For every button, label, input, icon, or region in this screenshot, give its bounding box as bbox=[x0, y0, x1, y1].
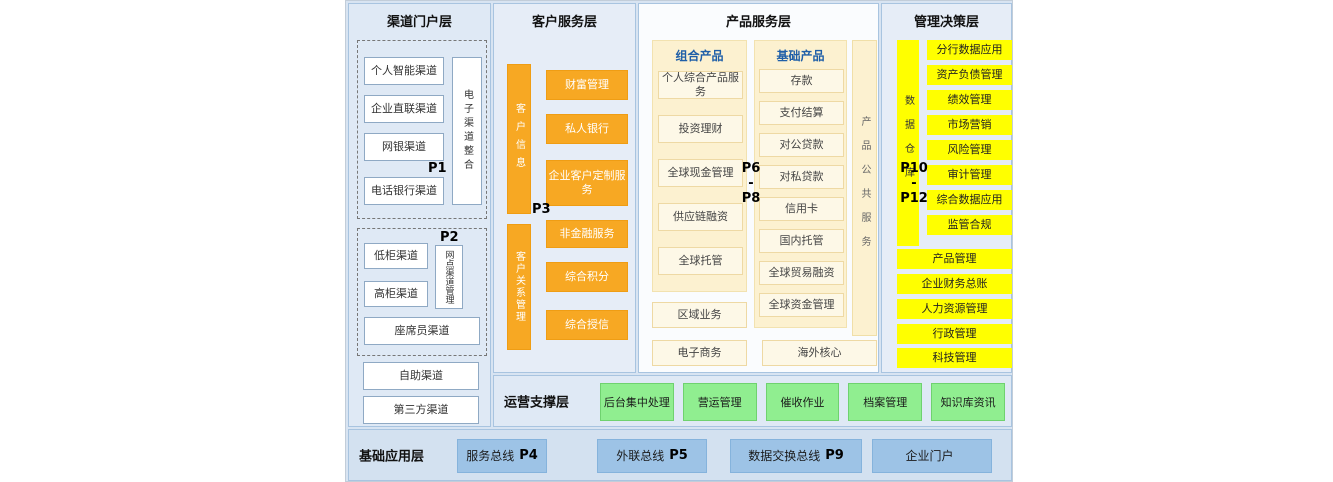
customer-layer-title: 客户服务层 bbox=[531, 15, 597, 30]
overseas-core-box: 海外核心 bbox=[762, 340, 877, 366]
combo-box: 全球现金管理 bbox=[658, 159, 743, 187]
basic-box: 支付结算 bbox=[759, 101, 844, 125]
combo-box: 投资理财 bbox=[658, 115, 743, 143]
basic-box: 信用卡 bbox=[759, 197, 844, 221]
service-bus-label: 服务总线 bbox=[466, 448, 515, 463]
data-exchange-bus-label: 数据交换总线 bbox=[748, 448, 821, 463]
p1-label: P1 bbox=[428, 161, 447, 176]
customer-box-enterprise-custom-service: 企业客户定制服务 bbox=[546, 160, 628, 206]
basic-box: 对公贷款 bbox=[759, 133, 844, 157]
layer-foundation-application: 基础应用层 服务总线 P4 外联总线 P5 数据交换总线 P9 企业门户 bbox=[348, 429, 1012, 481]
electronic-channel-group: 个人智能渠道 企业直联渠道 网银渠道 电话银行渠道 电子渠道整合 P1 bbox=[357, 40, 487, 219]
channel-box-third-party: 第三方渠道 bbox=[363, 396, 479, 424]
basic-box: 对私贷款 bbox=[759, 165, 844, 189]
layer-customer-service: 客户服务层 客户信息 P3 财富管理 私人银行 企业客户定制服务 客户关系管理 … bbox=[493, 3, 636, 373]
operation-box: 后台集中处理 bbox=[600, 383, 674, 421]
operation-box: 营运管理 bbox=[682, 383, 757, 421]
channel-box-agent: 座席员渠道 bbox=[364, 317, 480, 345]
combo-box: 供应链融资 bbox=[658, 203, 743, 231]
data-app-box: 综合数据应用 bbox=[927, 190, 1012, 210]
channel-box-enterprise-direct: 企业直联渠道 bbox=[364, 95, 444, 123]
foundation-layer-title: 基础应用层 bbox=[359, 449, 425, 465]
p6-p8-label: P6 - P8 bbox=[737, 161, 765, 207]
enterprise-portal-box: 企业门户 bbox=[872, 439, 992, 473]
p8-label: P8 bbox=[741, 190, 761, 206]
p2-label: P2 bbox=[440, 230, 459, 245]
customer-box-credit: 综合授信 bbox=[546, 310, 628, 340]
channel-box-online-banking: 网银渠道 bbox=[364, 133, 444, 161]
channel-box-telephone-banking: 电话银行渠道 bbox=[364, 177, 444, 205]
basic-box: 全球资金管理 bbox=[759, 293, 844, 317]
p6-label: P6 bbox=[741, 161, 761, 176]
basic-product-title: 基础产品 bbox=[776, 49, 825, 63]
basic-box: 国内托管 bbox=[759, 229, 844, 253]
management-layer-title: 管理决策层 bbox=[913, 15, 979, 30]
customer-box-points: 综合积分 bbox=[546, 262, 628, 292]
combo-box: 全球托管 bbox=[658, 247, 743, 275]
data-app-box: 市场营销 bbox=[927, 115, 1012, 135]
data-app-box: 风险管理 bbox=[927, 140, 1012, 160]
branch-channel-management-bar: 网点渠道管理 bbox=[435, 245, 463, 309]
operation-box-row: 后台集中处理 营运管理 催收作业 档案管理 知识库资讯 bbox=[600, 383, 1005, 421]
p3-label: P3 bbox=[532, 202, 551, 217]
data-app-box: 分行数据应用 bbox=[927, 40, 1012, 60]
management-wide-box: 产品管理 bbox=[897, 249, 1012, 269]
basic-box: 全球贸易融资 bbox=[759, 261, 844, 285]
p12-label: P12 bbox=[900, 190, 928, 206]
data-exchange-bus-box: 数据交换总线 P9 bbox=[730, 439, 862, 473]
management-wide-box: 行政管理 bbox=[897, 324, 1012, 344]
combo-box: 个人综合产品服务 bbox=[658, 71, 743, 99]
customer-box-private-banking: 私人银行 bbox=[546, 114, 628, 144]
p10-p12-label: P10 - P12 bbox=[894, 161, 934, 207]
basic-product-panel: 基础产品 存款 支付结算 对公贷款 对私贷款 信用卡 国内托管 全球贸易融资 全… bbox=[754, 40, 847, 328]
architecture-diagram: 渠道门户层 个人智能渠道 企业直联渠道 网银渠道 电话银行渠道 电子渠道整合 P… bbox=[345, 0, 1013, 482]
management-wide-box: 人力资源管理 bbox=[897, 299, 1012, 319]
p9-label: P9 bbox=[825, 447, 844, 463]
combo-product-panel: 组合产品 个人综合产品服务 投资理财 全球现金管理 供应链融资 全球托管 bbox=[652, 40, 747, 292]
layer-product-service: 产品服务层 组合产品 个人综合产品服务 投资理财 全球现金管理 供应链融资 全球… bbox=[638, 3, 879, 373]
operation-box: 知识库资讯 bbox=[931, 383, 1005, 421]
p5-label: P5 bbox=[669, 447, 688, 463]
channel-box-self-service: 自助渠道 bbox=[363, 362, 479, 390]
p10-label: P10 bbox=[900, 161, 928, 176]
channel-layer-title: 渠道门户层 bbox=[386, 15, 452, 30]
customer-info-bar: 客户信息 bbox=[507, 64, 531, 214]
regional-business-box: 区域业务 bbox=[652, 302, 747, 328]
p-dash: - bbox=[748, 175, 754, 191]
data-app-box: 审计管理 bbox=[927, 165, 1012, 185]
data-app-box: 资产负债管理 bbox=[927, 65, 1012, 85]
layer-management-decision: 管理决策层 数据仓库 P10 - P12 分行数据应用 资产负债管理 绩效管理 … bbox=[881, 3, 1012, 373]
data-warehouse-bar: 数据仓库 bbox=[897, 40, 919, 246]
channel-box-personal-smart: 个人智能渠道 bbox=[364, 57, 444, 85]
product-public-service-bar: 产品公共服务 bbox=[852, 40, 877, 336]
operation-box: 档案管理 bbox=[848, 383, 923, 421]
basic-box: 存款 bbox=[759, 69, 844, 93]
management-wide-box: 科技管理 bbox=[897, 348, 1012, 368]
ecommerce-box: 电子商务 bbox=[652, 340, 747, 366]
combo-product-title: 组合产品 bbox=[675, 49, 724, 63]
customer-box-non-financial: 非金融服务 bbox=[546, 220, 628, 248]
external-bus-label: 外联总线 bbox=[616, 448, 665, 463]
external-bus-box: 外联总线 P5 bbox=[597, 439, 707, 473]
management-wide-box: 企业财务总账 bbox=[897, 274, 1012, 294]
electronic-channel-integration-bar: 电子渠道整合 bbox=[452, 57, 482, 205]
data-app-box: 监管合规 bbox=[927, 215, 1012, 235]
data-app-box: 绩效管理 bbox=[927, 90, 1012, 110]
branch-channel-group: 低柜渠道 高柜渠道 P2 网点渠道管理 座席员渠道 bbox=[357, 228, 487, 356]
enterprise-portal-label: 企业门户 bbox=[905, 448, 954, 463]
p-dash: - bbox=[911, 175, 917, 191]
channel-box-low-counter: 低柜渠道 bbox=[364, 243, 428, 269]
p4-label: P4 bbox=[519, 447, 538, 463]
operation-layer-title: 运营支撑层 bbox=[504, 395, 570, 411]
layer-channel-portal: 渠道门户层 个人智能渠道 企业直联渠道 网银渠道 电话银行渠道 电子渠道整合 P… bbox=[348, 3, 491, 427]
customer-relationship-bar: 客户关系管理 bbox=[507, 224, 531, 350]
product-layer-title: 产品服务层 bbox=[725, 15, 791, 30]
service-bus-box: 服务总线 P4 bbox=[457, 439, 547, 473]
layer-operation-support: 运营支撑层 后台集中处理 营运管理 催收作业 档案管理 知识库资讯 bbox=[493, 375, 1012, 427]
customer-box-wealth-management: 财富管理 bbox=[546, 70, 628, 100]
operation-box: 催收作业 bbox=[765, 383, 840, 421]
channel-box-high-counter: 高柜渠道 bbox=[364, 281, 428, 307]
